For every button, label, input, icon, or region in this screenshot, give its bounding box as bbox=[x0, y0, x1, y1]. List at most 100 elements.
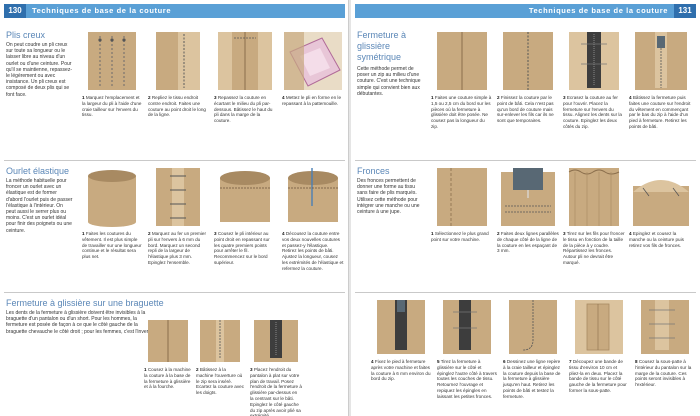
step-caption: Dessinez une ligne repère à la craie tai… bbox=[503, 359, 561, 399]
braguette-step-7: 7 Découpez une bande de tissu d'environ … bbox=[569, 298, 629, 394]
step-caption: Placez l'endroit du pantalon à plat sur … bbox=[250, 367, 302, 416]
fronces-step-1: 1 Sélectionnez le plus grand point sur v… bbox=[431, 166, 493, 243]
step-caption: Cousez le pli intérieur au point droit e… bbox=[214, 231, 270, 265]
section-intro: On peut coudre un pli creux sur toute sa… bbox=[6, 42, 72, 98]
fronces-step-3: 3 Tirez sur les fils pour froncer le tis… bbox=[563, 166, 625, 266]
step-caption: Marquez au fer un premier pli sur l'enve… bbox=[148, 231, 206, 265]
page-header-right: Techniques de base de la couture 131 bbox=[355, 4, 696, 18]
step-caption: Marquez l'emplacement et la largeur du p… bbox=[82, 95, 142, 118]
sewing-machine-foot-icon bbox=[397, 300, 405, 312]
pin-icon bbox=[98, 36, 126, 86]
braguette-step-5: 5 Tirez la fermeture à glissière sur le … bbox=[437, 298, 497, 400]
braguette-step-3: 3 Placez l'endroit du pantalon à plat su… bbox=[250, 318, 302, 416]
plis-step-3-illustration bbox=[218, 32, 272, 90]
braguette-step-8-illustration bbox=[641, 300, 689, 354]
left-page: 130 Techniques de base de la couture Pli… bbox=[0, 0, 349, 416]
section-intro: Des fronces permettent de donner une for… bbox=[357, 178, 420, 216]
section-title: Fermeture à glissière symétrique bbox=[357, 30, 407, 62]
fronces-step-2-illustration bbox=[501, 168, 555, 226]
braguette-step-2: 2 Bâtissez à la machine l'ouverture où l… bbox=[196, 318, 244, 396]
symetrique-step-3-illustration bbox=[569, 32, 619, 90]
pin-icon bbox=[649, 309, 675, 339]
step-caption: Finissez la couture par le point de bâti… bbox=[497, 95, 554, 124]
step-caption: Faites deux lignes parallèles de chaque … bbox=[497, 231, 559, 254]
ourlet-step-1: 1 Faites les coutures du vêtement. Il es… bbox=[82, 166, 142, 260]
plis-step-2-illustration bbox=[156, 32, 200, 90]
ourlet-step-3-illustration bbox=[220, 171, 270, 222]
section-fermeture-symetrique: Fermeture à glissière symétrique Cette m… bbox=[351, 30, 700, 154]
ourlet-step-2: 2 Marquez au fer un premier pli sur l'en… bbox=[148, 166, 208, 266]
braguette-step-3-illustration bbox=[254, 320, 298, 362]
section-plis-creux: Plis creux On peut coudre un pli creux s… bbox=[0, 30, 349, 154]
step-caption: Repliez le tissu endroit contre endroit.… bbox=[148, 95, 206, 118]
ourlet-step-4: 4 Décousez la couture entre vos deux nou… bbox=[282, 166, 344, 272]
page-header-left: 130 Techniques de base de la couture bbox=[4, 4, 345, 18]
braguette-step-5-illustration bbox=[443, 300, 491, 354]
braguette-step-6: 6 Dessinez une ligne repère à la craie t… bbox=[503, 298, 563, 400]
fronces-step-2: 2 Faites deux lignes parallèles de chaqu… bbox=[497, 166, 559, 254]
pin-icon bbox=[453, 311, 477, 329]
section-separator bbox=[355, 292, 696, 293]
symetrique-step-3: 3 Ecrasez la couture au fer pour l'ouvri… bbox=[563, 30, 625, 130]
step-caption: Cousez à la machine la couture à la base… bbox=[144, 367, 191, 390]
braguette-step-7-illustration bbox=[575, 300, 623, 354]
braguette-step-4: 4 Fixez le pied à fermeture après votre … bbox=[371, 298, 431, 382]
step-caption: Mettez le pli en forme en le repassant à… bbox=[282, 95, 341, 106]
sewing-machine-foot-icon bbox=[513, 168, 543, 190]
symetrique-step-4-illustration bbox=[635, 32, 687, 90]
braguette-step-1-illustration bbox=[148, 320, 188, 362]
symetrique-step-2: 2 Finissez la couture par le point de bâ… bbox=[497, 30, 559, 124]
section-separator bbox=[4, 160, 345, 161]
step-caption: Fixez le pied à fermeture après votre ma… bbox=[371, 359, 431, 382]
ourlet-step-3: 3 Cousez le pli intérieur au point droit… bbox=[214, 166, 276, 266]
section-title: Plis creux bbox=[6, 30, 46, 40]
section-separator bbox=[355, 160, 696, 161]
plis-step-1: 1 Marquez l'emplacement et la largeur du… bbox=[82, 30, 142, 118]
fronces-step-4-illustration bbox=[633, 180, 689, 226]
zipper-icon bbox=[459, 300, 471, 350]
braguette-step-2-illustration bbox=[200, 320, 240, 362]
section-fronces: Fronces Des fronces permettent de donner… bbox=[351, 166, 700, 290]
section-fermeture-braguette: Fermeture à glissière sur une braguette … bbox=[0, 298, 349, 416]
step-caption: Décousez la couture entre vos deux nouve… bbox=[282, 231, 344, 271]
section-separator bbox=[4, 292, 345, 293]
ourlet-step-1-illustration bbox=[88, 170, 136, 227]
plis-step-2: 2 Repliez le tissu endroit contre endroi… bbox=[148, 30, 208, 118]
step-caption: Tirez la fermeture à glissière sur le cô… bbox=[437, 359, 497, 399]
plis-step-1-illustration bbox=[88, 32, 136, 90]
step-caption: Bâtissez à la machine l'ouverture où le … bbox=[196, 367, 245, 396]
plis-step-3: 3 Repassez la couture en écartant le mil… bbox=[214, 30, 276, 124]
step-caption: Découpez une bande de tissu d'environ 10… bbox=[569, 359, 627, 393]
ourlet-step-4-illustration bbox=[288, 168, 338, 222]
symetrique-step-2-illustration bbox=[503, 32, 553, 90]
fronces-step-3-illustration bbox=[568, 168, 620, 226]
step-caption: Cousez la sous-patte à l'intérieur du pa… bbox=[635, 359, 692, 388]
book-gutter bbox=[348, 0, 352, 416]
page-number-left: 130 bbox=[4, 4, 26, 18]
page-number-right: 131 bbox=[674, 4, 696, 18]
step-caption: Faites les coutures du vêtement. Il est … bbox=[82, 231, 142, 260]
section-title: Fronces bbox=[357, 166, 390, 176]
step-caption: Tirez sur les fils pour froncer le tissu… bbox=[563, 231, 625, 265]
step-caption: Ecrasez la couture au fer pour l'ouvrir.… bbox=[563, 95, 622, 129]
right-page: Techniques de base de la couture 131 Fer… bbox=[351, 0, 700, 416]
braguette-step-8: 8 Cousez la sous-patte à l'intérieur du … bbox=[635, 298, 695, 388]
zipper-icon bbox=[395, 300, 407, 350]
pin-icon bbox=[170, 175, 186, 219]
pin-icon bbox=[581, 43, 607, 65]
symetrique-step-4: 4 Bâtissez la fermeture puis faites une … bbox=[629, 30, 693, 130]
section-title: Fermeture à glissière sur une braguette bbox=[6, 298, 164, 308]
step-caption: Faites une couture simple à 1,5 ou 2,5 c… bbox=[431, 95, 492, 129]
step-caption: Sélectionnez le plus grand point sur vot… bbox=[431, 231, 489, 242]
sewing-machine-foot-icon bbox=[657, 36, 665, 48]
ourlet-step-2-illustration bbox=[156, 168, 200, 226]
section-intro: Cette méthode permet de poser un zip au … bbox=[357, 66, 421, 97]
section-intro: Les dents de la fermeture à glissière do… bbox=[6, 310, 155, 335]
plis-step-4: 4 Mettez le pli en forme en le repassant… bbox=[282, 30, 344, 107]
step-caption: Bâtissez la fermeture puis faites une co… bbox=[629, 95, 691, 129]
symetrique-step-1-illustration bbox=[437, 32, 487, 90]
braguette-step-6-illustration bbox=[509, 300, 557, 354]
section-ourlet-elastique: Ourlet élastique La méthode habituelle p… bbox=[0, 166, 349, 290]
fronces-step-4: 4 Epinglez et cousez la manche ou la cei… bbox=[629, 166, 693, 248]
section-fermeture-braguette-suite: 4 Fixez le pied à fermeture après votre … bbox=[351, 298, 700, 416]
